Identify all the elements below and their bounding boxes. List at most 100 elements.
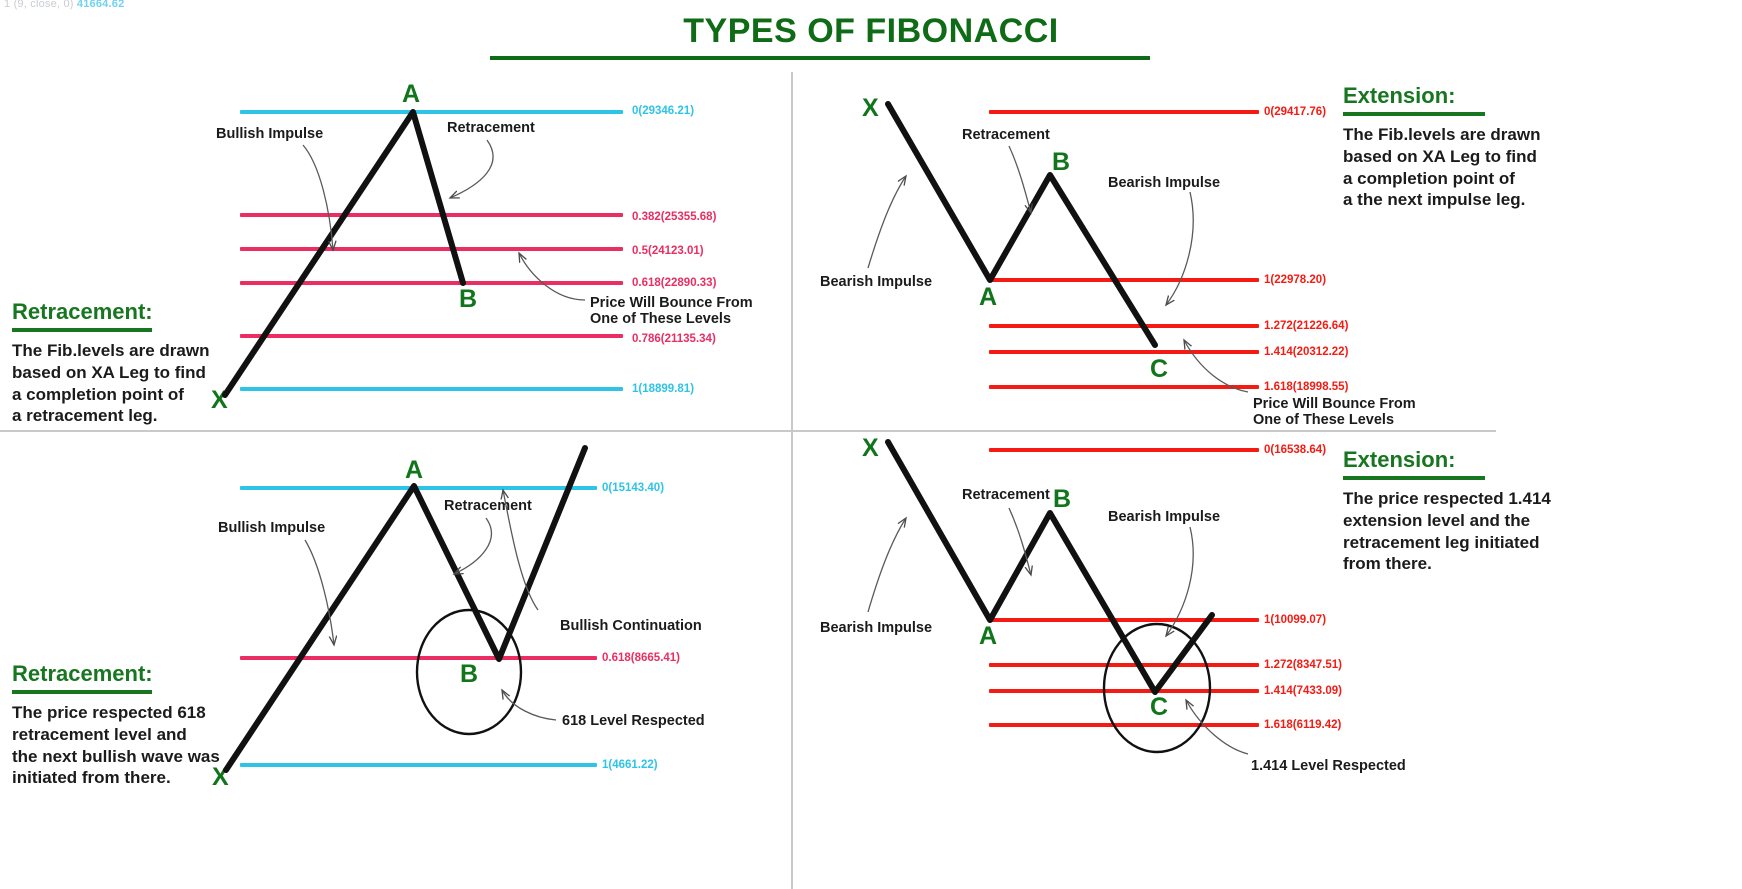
q1-explainer-body: The Fib.levels are drawn based on XA Leg… — [12, 341, 210, 426]
q2-explainer: Extension: The Fib.levels are drawn base… — [1343, 83, 1573, 211]
q4-point-a: A — [979, 622, 998, 650]
q4-point-x: X — [862, 434, 879, 462]
ticker-value: 41664.62 — [76, 0, 125, 10]
q2-point-a: A — [979, 283, 998, 311]
q3-level-label-0: 0(15143.40) — [602, 482, 665, 494]
q3-level-label-0618: 0.618(8665.41) — [602, 652, 681, 664]
vertical-divider — [791, 72, 793, 889]
q2-point-x: X — [862, 94, 879, 122]
q1-annotation-bounce-line1: Price Will Bounce From — [590, 295, 753, 311]
q2-level-line-1618 — [989, 385, 1259, 389]
q4-explainer-underline — [1343, 476, 1485, 481]
q2-level-label-1272: 1.272(21226.64) — [1264, 320, 1349, 332]
page-title: TYPES OF FIBONACCI — [683, 12, 1059, 50]
q3-level-line-0 — [240, 486, 597, 490]
q1-level-line-1 — [240, 387, 623, 391]
q1-level-line-05 — [240, 247, 623, 251]
q1-level-line-0786 — [240, 334, 623, 338]
q4-level-line-1 — [989, 618, 1259, 622]
q3-arrow-retracement — [454, 517, 492, 574]
q1-point-a: A — [402, 80, 421, 108]
q3-price-path — [223, 445, 588, 773]
q2-level-label-0: 0(29417.76) — [1264, 106, 1327, 118]
q4-level-line-1618 — [989, 723, 1259, 727]
q2-explainer-underline — [1343, 112, 1485, 117]
q2-level-line-0 — [989, 110, 1259, 114]
q1-level-label-0: 0(29346.21) — [632, 105, 695, 117]
q3-explainer-heading: Retracement: — [12, 661, 153, 686]
q1-annotation-bullish-impulse: Bullish Impulse — [216, 126, 324, 142]
q3-annotation-bullish-continuation: Bullish Continuation — [560, 618, 702, 634]
q1-level-line-0 — [240, 110, 623, 114]
horizontal-divider — [0, 430, 1496, 432]
q1-leader-arrows — [302, 139, 586, 301]
q4-point-c: C — [1150, 693, 1169, 721]
q3-point-b: B — [460, 660, 479, 688]
q1-arrow-bounce — [519, 253, 586, 301]
q2-arrow-retracement — [1008, 145, 1031, 213]
q2-annotation-bearish-impulse-2: Bearish Impulse — [1108, 175, 1221, 191]
q2-level-label-1414: 1.414(20312.22) — [1264, 346, 1349, 358]
q2-annotation-bounce-line1: Price Will Bounce From — [1253, 396, 1416, 412]
q4-arrow-bearish-impulse-1 — [867, 518, 906, 613]
q3-explainer-underline — [12, 690, 152, 695]
q1-annotation-retracement: Retracement — [447, 120, 535, 136]
q2-level-line-1 — [989, 278, 1259, 282]
q4-level-label-1272: 1.272(8347.51) — [1264, 659, 1343, 671]
q4-arrow-retracement — [1008, 507, 1031, 575]
q2-level-label-1: 1(22978.20) — [1264, 274, 1327, 286]
q4-level-label-1: 1(10099.07) — [1264, 614, 1327, 626]
q2-arrow-bearish-impulse-1 — [867, 176, 906, 269]
q3-arrow-618-respected — [502, 690, 557, 721]
q3-level-line-0618 — [240, 656, 597, 660]
q2-explainer-heading: Extension: — [1343, 83, 1456, 108]
q4-highlight-circle — [1102, 622, 1212, 754]
q2-point-b: B — [1052, 148, 1071, 176]
q4-level-line-0 — [989, 448, 1259, 452]
q1-level-line-0618 — [240, 281, 623, 285]
q2-level-line-1272 — [989, 324, 1259, 328]
q3-annotation-bullish-impulse: Bullish Impulse — [218, 520, 326, 536]
q2-annotation-bounce-line2: One of These Levels — [1253, 412, 1395, 428]
q4-point-b: B — [1053, 485, 1072, 513]
q2-level-label-1618: 1.618(18998.55) — [1264, 381, 1349, 393]
chart-ticker-readout: 1 (9, close, 0) 41664.62 — [4, 0, 124, 10]
q1-explainer: Retracement: The Fib.levels are drawn ba… — [12, 299, 237, 427]
q1-level-line-0382 — [240, 213, 623, 217]
q4-level-label-1618: 1.618(6119.42) — [1264, 719, 1342, 731]
q4-annotation-1414-respected: 1.414 Level Respected — [1251, 758, 1406, 774]
q4-annotation-bearish-impulse-1: Bearish Impulse — [820, 620, 933, 636]
q3-point-a: A — [405, 456, 424, 484]
q2-explainer-body: The Fib.levels are drawn based on XA Leg… — [1343, 125, 1541, 210]
q3-annotation-retracement: Retracement — [444, 498, 532, 514]
q1-arrow-retracement — [450, 139, 494, 198]
q2-point-c: C — [1150, 355, 1169, 383]
q3-explainer: Retracement: The price respected 618 ret… — [12, 661, 242, 789]
q2-level-line-1414 — [989, 350, 1259, 354]
q4-explainer-body: The price respected 1.414 extension leve… — [1343, 489, 1551, 574]
q4-level-label-0: 0(16538.64) — [1264, 444, 1327, 456]
q3-leader-arrows — [304, 490, 557, 721]
q1-price-path — [222, 109, 466, 398]
q3-level-label-1: 1(4661.22) — [602, 759, 658, 771]
q4-level-label-1414: 1.414(7433.09) — [1264, 685, 1343, 697]
q3-annotation-618-respected: 618 Level Respected — [562, 713, 705, 729]
q1-annotation-bounce-line2: One of These Levels — [590, 311, 732, 327]
q1-explainer-underline — [12, 328, 152, 333]
q4-explainer: Extension: The price respected 1.414 ext… — [1343, 447, 1573, 575]
q4-arrow-1414-respected — [1186, 700, 1249, 755]
q4-annotation-bearish-impulse-2: Bearish Impulse — [1108, 509, 1221, 525]
q1-explainer-heading: Retracement: — [12, 299, 153, 324]
q1-arrow-bullish-impulse — [302, 144, 333, 250]
q1-level-label-0618: 0.618(22890.33) — [632, 277, 717, 289]
page-title-wrap: TYPES OF FIBONACCI — [0, 14, 1742, 48]
q3-explainer-body: The price respected 618 retracement leve… — [12, 703, 220, 788]
q4-annotation-retracement: Retracement — [962, 487, 1050, 503]
q2-annotation-retracement: Retracement — [962, 127, 1050, 143]
q3-arrow-bullish-impulse — [304, 539, 334, 645]
q1-level-label-05: 0.5(24123.01) — [632, 245, 704, 257]
q2-annotation-bearish-impulse-1: Bearish Impulse — [820, 274, 933, 290]
q4-level-line-1414 — [989, 689, 1259, 693]
q4-level-line-1272 — [989, 663, 1259, 667]
